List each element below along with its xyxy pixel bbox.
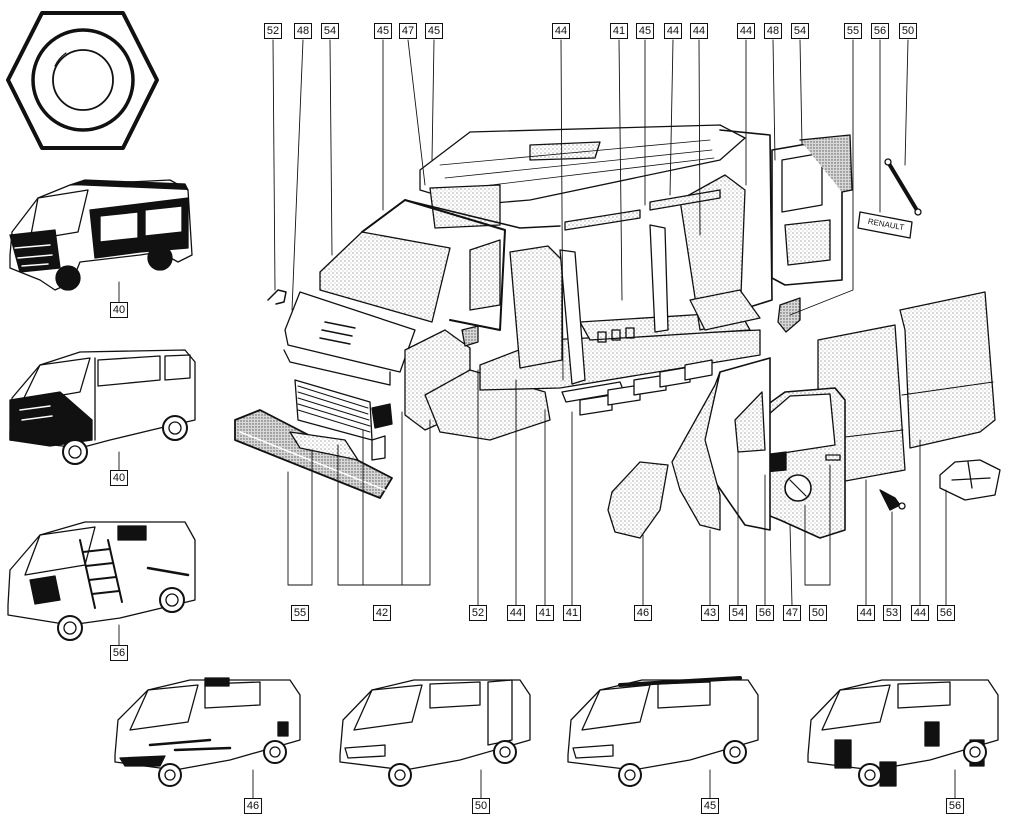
radiator-grille <box>294 379 373 441</box>
gas-strut <box>884 158 922 216</box>
callout-label-50: 50 <box>472 798 490 814</box>
callout-label-54: 54 <box>321 23 339 39</box>
van-thumbnail-50 <box>339 679 531 787</box>
callout-label-42: 42 <box>373 605 391 621</box>
callout-label-48: 48 <box>294 23 312 39</box>
van-thumbnail-40-front <box>9 349 196 465</box>
callout-label-45: 45 <box>374 23 392 39</box>
rear-corner-panel <box>777 297 801 333</box>
leader-lines-top <box>272 39 909 381</box>
emblem-badge <box>857 211 913 239</box>
scuttle-panel <box>283 291 416 386</box>
callout-label-44: 44 <box>552 23 570 39</box>
front-pillar-frame <box>361 199 561 331</box>
callout-label-56: 56 <box>756 605 774 621</box>
leader-lines-middle <box>287 369 947 606</box>
callout-label-40: 40 <box>110 302 128 318</box>
callout-label-46: 46 <box>244 798 262 814</box>
rear-frame <box>679 129 773 331</box>
callout-label-55: 55 <box>291 605 309 621</box>
callout-label-45: 45 <box>636 23 654 39</box>
callout-label-44: 44 <box>737 23 755 39</box>
lock-cylinder <box>879 489 906 511</box>
callout-label-45: 45 <box>425 23 443 39</box>
door-aperture-frame <box>699 357 771 531</box>
callout-label-52: 52 <box>469 605 487 621</box>
callout-label-41: 41 <box>563 605 581 621</box>
callout-label-50: 50 <box>899 23 917 39</box>
leader-lines-thumbs <box>118 281 956 799</box>
callout-label-52: 52 <box>264 23 282 39</box>
callout-label-44: 44 <box>690 23 708 39</box>
windscreen <box>319 231 451 323</box>
front-wing <box>607 461 669 539</box>
callout-label-47: 47 <box>783 605 801 621</box>
callout-label-43: 43 <box>701 605 719 621</box>
van-thumbnail-40-shell <box>9 179 193 291</box>
callout-label-41: 41 <box>536 605 554 621</box>
a-pillar-panel <box>671 371 721 531</box>
callout-label-47: 47 <box>399 23 417 39</box>
callout-label-56: 56 <box>871 23 889 39</box>
floor-crossmembers <box>561 359 713 416</box>
callout-label-44: 44 <box>911 605 929 621</box>
van-thumbnail-45 <box>567 676 759 787</box>
callout-label-53: 53 <box>883 605 901 621</box>
van-thumbnail-56-bottom <box>807 679 999 787</box>
bracket-56 <box>939 459 1001 501</box>
callout-label-48: 48 <box>764 23 782 39</box>
callout-label-56: 56 <box>946 798 964 814</box>
hexagon-nut-symbol <box>6 11 159 150</box>
callout-label-56: 56 <box>937 605 955 621</box>
callout-label-41: 41 <box>610 23 628 39</box>
callout-label-54: 54 <box>729 605 747 621</box>
callout-label-46: 46 <box>634 605 652 621</box>
side-panel-rear <box>899 291 996 449</box>
front-bumper <box>234 409 393 499</box>
callout-label-44: 44 <box>857 605 875 621</box>
callout-label-55: 55 <box>844 23 862 39</box>
callout-label-44: 44 <box>664 23 682 39</box>
van-thumbnail-56-ladder <box>7 521 196 641</box>
callout-label-54: 54 <box>791 23 809 39</box>
van-thumbnail-46 <box>114 677 301 787</box>
bracket-52 <box>267 289 287 305</box>
callout-label-45: 45 <box>701 798 719 814</box>
callout-label-40: 40 <box>110 470 128 486</box>
roof-panel <box>419 124 746 229</box>
callout-label-44: 44 <box>507 605 525 621</box>
centre-pillars <box>509 224 669 385</box>
callout-label-56: 56 <box>110 645 128 661</box>
callout-label-50: 50 <box>809 605 827 621</box>
rear-door <box>771 134 853 286</box>
